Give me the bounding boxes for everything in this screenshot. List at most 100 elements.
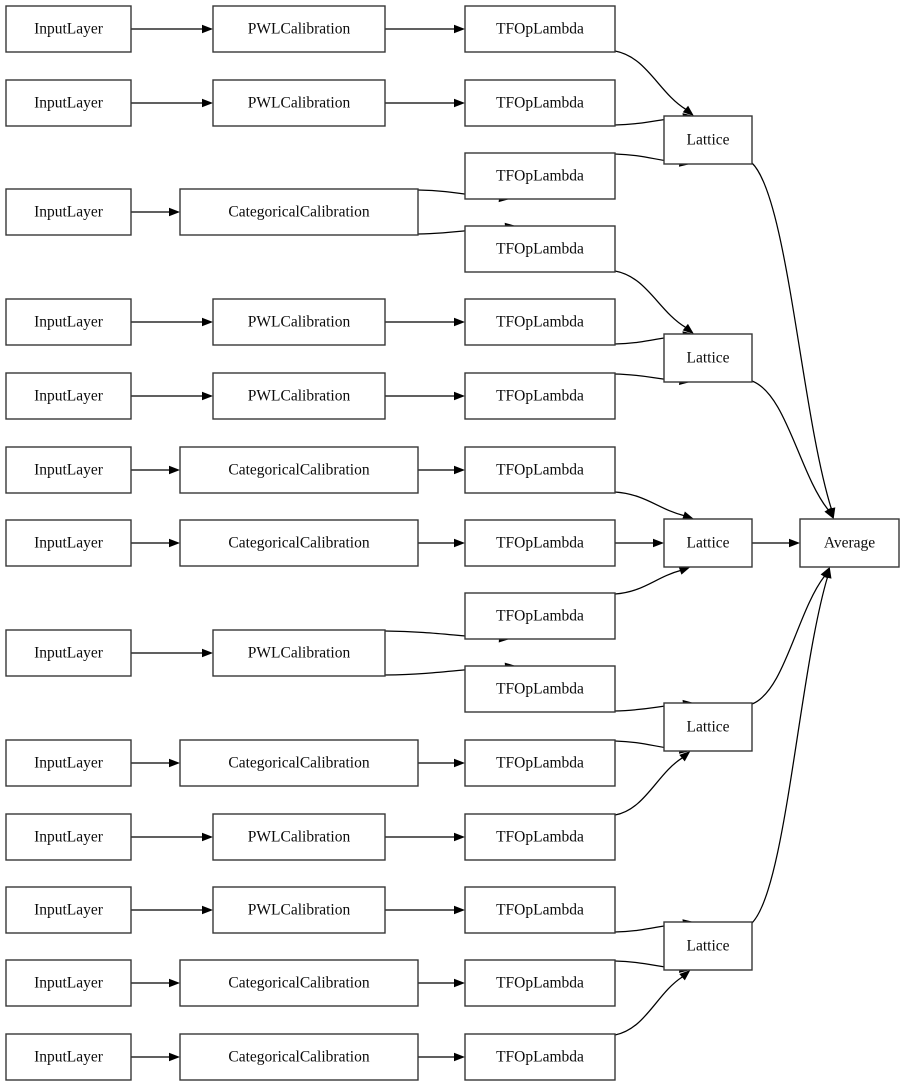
node-box[interactable] — [179, 1033, 419, 1081]
node-box[interactable] — [464, 298, 616, 346]
node-lam13[interactable]: TFOpLambda — [464, 886, 616, 934]
node-box[interactable] — [464, 79, 616, 127]
node-box[interactable] — [464, 592, 616, 640]
node-cal12[interactable]: CategoricalCalibration — [179, 959, 419, 1007]
node-lam10[interactable]: TFOpLambda — [464, 665, 616, 713]
node-in5[interactable]: InputLayer — [5, 372, 132, 420]
node-box[interactable] — [5, 446, 132, 494]
node-cal10[interactable]: PWLCalibration — [212, 813, 386, 861]
node-box[interactable] — [464, 225, 616, 273]
edge-cal9-to-lam11 — [418, 758, 465, 768]
node-cal13[interactable]: CategoricalCalibration — [179, 1033, 419, 1081]
node-box[interactable] — [179, 739, 419, 787]
node-box[interactable] — [212, 813, 386, 861]
node-label: InputLayer — [34, 314, 104, 331]
node-box[interactable] — [464, 1033, 616, 1081]
node-box[interactable] — [5, 298, 132, 346]
node-box[interactable] — [663, 921, 753, 971]
node-in2[interactable]: InputLayer — [5, 79, 132, 127]
node-lam6[interactable]: TFOpLambda — [464, 372, 616, 420]
node-box[interactable] — [464, 665, 616, 713]
node-cal3[interactable]: CategoricalCalibration — [179, 188, 419, 236]
node-box[interactable] — [5, 5, 132, 53]
node-lat4[interactable]: Lattice — [663, 702, 753, 752]
node-in9[interactable]: InputLayer — [5, 739, 132, 787]
node-lam3[interactable]: TFOpLambda — [464, 152, 616, 200]
node-box[interactable] — [5, 886, 132, 934]
node-in3[interactable]: InputLayer — [5, 188, 132, 236]
node-box[interactable] — [5, 739, 132, 787]
node-lat2[interactable]: Lattice — [663, 333, 753, 383]
node-cal6[interactable]: CategoricalCalibration — [179, 446, 419, 494]
node-box[interactable] — [212, 629, 386, 677]
node-in10[interactable]: InputLayer — [5, 813, 132, 861]
node-cal11[interactable]: PWLCalibration — [212, 886, 386, 934]
node-box[interactable] — [212, 298, 386, 346]
node-lam14[interactable]: TFOpLambda — [464, 959, 616, 1007]
node-box[interactable] — [5, 813, 132, 861]
node-box[interactable] — [663, 702, 753, 752]
node-lam12[interactable]: TFOpLambda — [464, 813, 616, 861]
node-in6[interactable]: InputLayer — [5, 446, 132, 494]
node-in8[interactable]: InputLayer — [5, 629, 132, 677]
edge-arrowhead — [454, 978, 465, 988]
node-cal7[interactable]: CategoricalCalibration — [179, 519, 419, 567]
node-box[interactable] — [179, 959, 419, 1007]
node-box[interactable] — [212, 886, 386, 934]
node-box[interactable] — [464, 372, 616, 420]
node-box[interactable] — [464, 152, 616, 200]
node-box[interactable] — [5, 372, 132, 420]
node-avg[interactable]: Average — [799, 518, 900, 568]
node-in11[interactable]: InputLayer — [5, 886, 132, 934]
node-cal9[interactable]: CategoricalCalibration — [179, 739, 419, 787]
node-lam8[interactable]: TFOpLambda — [464, 519, 616, 567]
node-cal2[interactable]: PWLCalibration — [212, 79, 386, 127]
node-box[interactable] — [464, 739, 616, 787]
node-lam7[interactable]: TFOpLambda — [464, 446, 616, 494]
node-box[interactable] — [663, 115, 753, 165]
node-box[interactable] — [464, 813, 616, 861]
node-in1[interactable]: InputLayer — [5, 5, 132, 53]
edge-arrowhead — [169, 1052, 180, 1062]
node-in4[interactable]: InputLayer — [5, 298, 132, 346]
node-lam11[interactable]: TFOpLambda — [464, 739, 616, 787]
node-lam2[interactable]: TFOpLambda — [464, 79, 616, 127]
node-lam9[interactable]: TFOpLambda — [464, 592, 616, 640]
node-box[interactable] — [5, 519, 132, 567]
node-cal8[interactable]: PWLCalibration — [212, 629, 386, 677]
node-box[interactable] — [179, 519, 419, 567]
node-in7[interactable]: InputLayer — [5, 519, 132, 567]
node-box[interactable] — [799, 518, 900, 568]
node-lat5[interactable]: Lattice — [663, 921, 753, 971]
node-in13[interactable]: InputLayer — [5, 1033, 132, 1081]
node-lat3[interactable]: Lattice — [663, 518, 753, 568]
node-box[interactable] — [464, 446, 616, 494]
node-box[interactable] — [179, 188, 419, 236]
node-box[interactable] — [5, 188, 132, 236]
node-box[interactable] — [212, 372, 386, 420]
edge-arrowhead — [454, 24, 465, 34]
node-box[interactable] — [212, 79, 386, 127]
node-box[interactable] — [464, 886, 616, 934]
node-lat1[interactable]: Lattice — [663, 115, 753, 165]
node-lam15[interactable]: TFOpLambda — [464, 1033, 616, 1081]
node-box[interactable] — [663, 518, 753, 568]
node-lam1[interactable]: TFOpLambda — [464, 5, 616, 53]
node-box[interactable] — [5, 959, 132, 1007]
node-lam4[interactable]: TFOpLambda — [464, 225, 616, 273]
node-cal5[interactable]: PWLCalibration — [212, 372, 386, 420]
node-box[interactable] — [663, 333, 753, 383]
node-box[interactable] — [5, 79, 132, 127]
node-box[interactable] — [464, 959, 616, 1007]
edge-cal10-to-lam12 — [385, 832, 465, 842]
node-lam5[interactable]: TFOpLambda — [464, 298, 616, 346]
node-box[interactable] — [212, 5, 386, 53]
node-cal1[interactable]: PWLCalibration — [212, 5, 386, 53]
node-in12[interactable]: InputLayer — [5, 959, 132, 1007]
node-box[interactable] — [464, 5, 616, 53]
node-box[interactable] — [5, 629, 132, 677]
node-box[interactable] — [464, 519, 616, 567]
node-cal4[interactable]: PWLCalibration — [212, 298, 386, 346]
node-box[interactable] — [179, 446, 419, 494]
node-box[interactable] — [5, 1033, 132, 1081]
